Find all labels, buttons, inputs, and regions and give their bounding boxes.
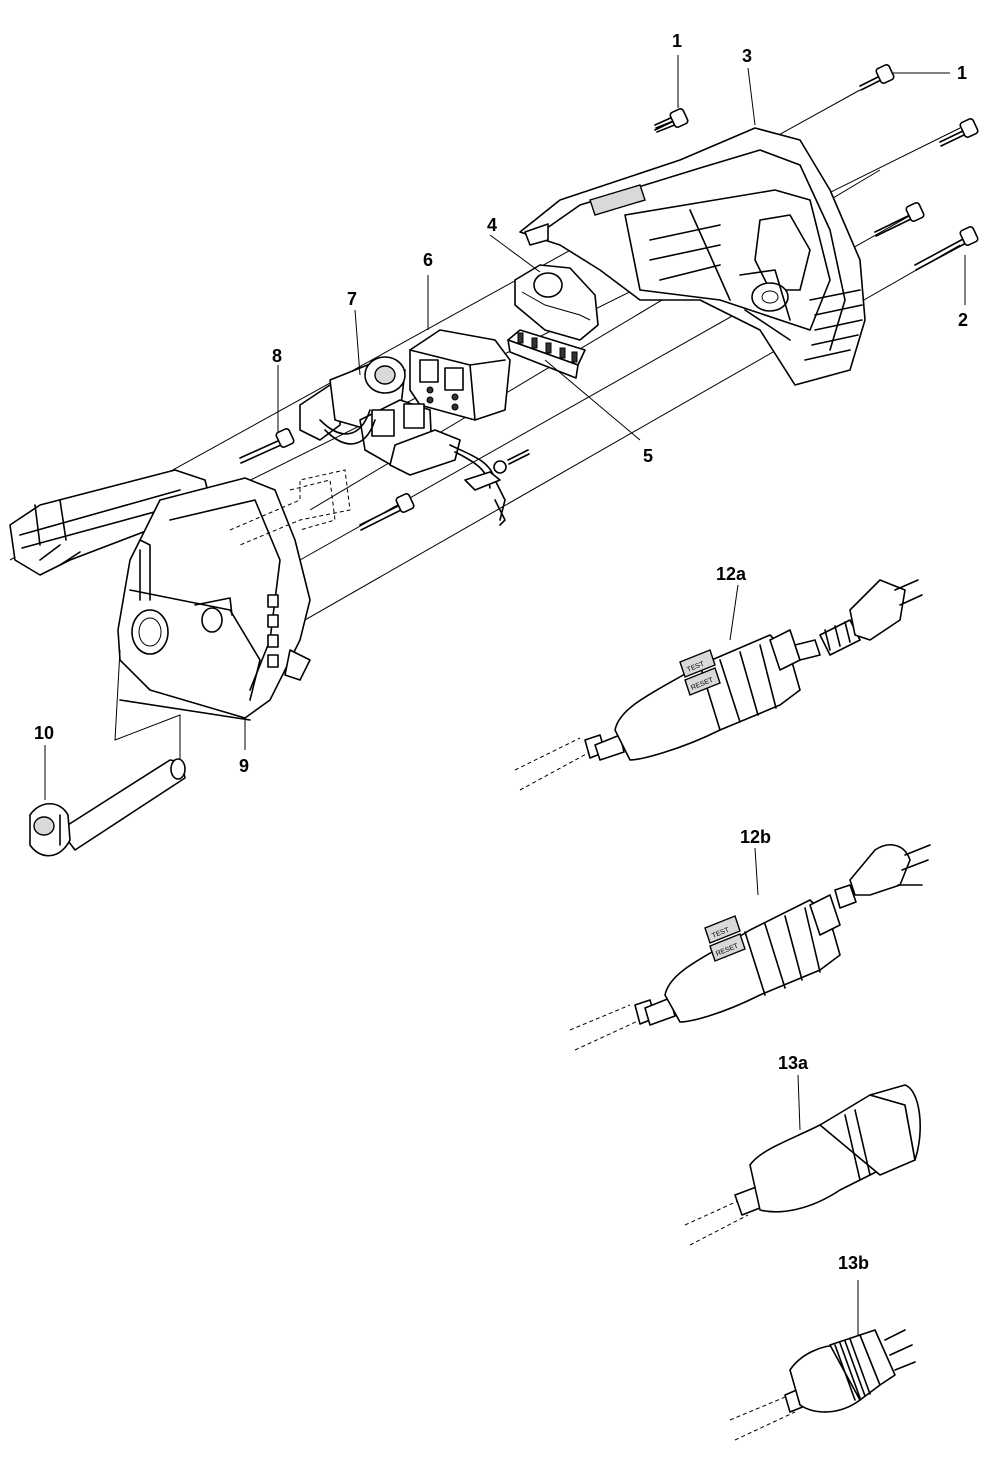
leader-lines	[44, 55, 966, 1340]
callout-10: 10	[34, 723, 55, 743]
switch-part-6	[409, 329, 511, 421]
callout-12b: 12b	[740, 827, 772, 847]
screw-top-right	[859, 63, 895, 91]
plug-13b	[729, 1329, 916, 1441]
callout-13a: 13a	[778, 1053, 809, 1073]
rcd-plug-12b: TEST RESET	[569, 844, 931, 1051]
callout-1-top: 1	[672, 31, 683, 51]
screw-top-middle	[654, 107, 689, 133]
callout-6: 6	[423, 250, 434, 270]
screw-part-8	[239, 427, 295, 464]
callout-3: 3	[742, 46, 753, 66]
plug-13a	[684, 1084, 921, 1246]
cable-guide-part-10	[29, 649, 186, 857]
screw-middle	[359, 492, 415, 531]
screw-long-part-2	[914, 225, 979, 271]
callout-5: 5	[643, 446, 654, 466]
callout-4: 4	[487, 215, 498, 235]
callout-13b: 13b	[838, 1253, 870, 1273]
switch-assembly-part-7	[299, 356, 506, 526]
handle-front-shell	[9, 469, 311, 721]
screw-cable-clamp	[493, 449, 530, 474]
terminal-block-part-5	[507, 329, 586, 379]
callout-8: 8	[272, 346, 283, 366]
screw-right-1	[939, 117, 979, 147]
rcd-plug-12a: TEST RESET	[514, 579, 923, 791]
dashed-hidden-parts	[229, 469, 351, 546]
callout-12a: 12a	[716, 564, 747, 584]
callout-7: 7	[347, 289, 358, 309]
callout-2: 2	[958, 310, 969, 330]
callout-9: 9	[239, 756, 250, 776]
callout-1-right: 1	[957, 63, 968, 83]
gasket-part-4	[514, 264, 599, 341]
screws	[239, 63, 979, 531]
handle-top-shell	[519, 127, 866, 386]
screw-right-2	[874, 201, 925, 237]
